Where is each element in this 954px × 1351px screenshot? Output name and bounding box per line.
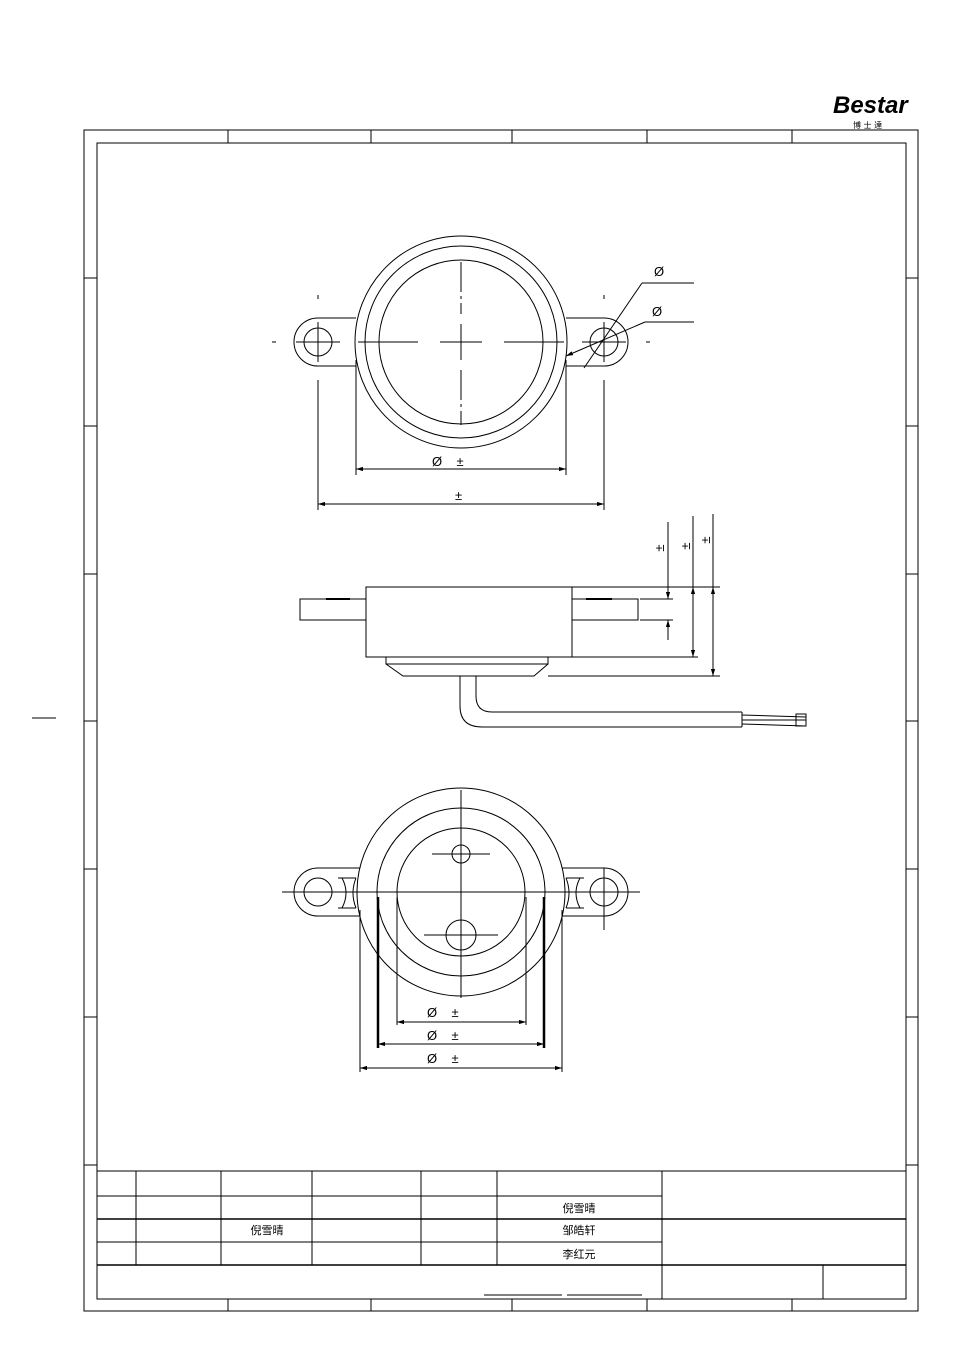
title-block — [96, 1170, 907, 1300]
side-height-1-label: ± — [652, 544, 667, 551]
approver-name: 李红元 — [563, 1247, 596, 1261]
bottom-diameter-3-label: Ø ± — [427, 1051, 459, 1066]
side-view — [299, 514, 807, 728]
bottom-diameter-2-label: Ø ± — [427, 1028, 459, 1043]
side-height-3-label: ± — [698, 536, 713, 543]
checker-name: 邹皓轩 — [563, 1223, 596, 1237]
top-view — [272, 235, 694, 510]
overall-length-label: ± — [455, 488, 462, 503]
designer-name: 倪雪晴 — [251, 1224, 284, 1237]
bestar-logo: Bestar 博 士 達 — [833, 92, 909, 130]
logo-subtitle: 博 士 達 — [853, 120, 882, 130]
bottom-view — [282, 787, 640, 1072]
body-diameter-label: Ø ± — [432, 454, 464, 469]
hole-inner-diameter-label: Ø — [652, 304, 662, 319]
bottom-diameter-1-label: Ø ± — [427, 1005, 459, 1020]
hole-outer-diameter-label: Ø — [654, 264, 664, 279]
drawn-by-name: 倪雪晴 — [563, 1202, 596, 1215]
logo-brand: Bestar — [833, 92, 909, 119]
side-height-2-label: ± — [678, 542, 693, 549]
